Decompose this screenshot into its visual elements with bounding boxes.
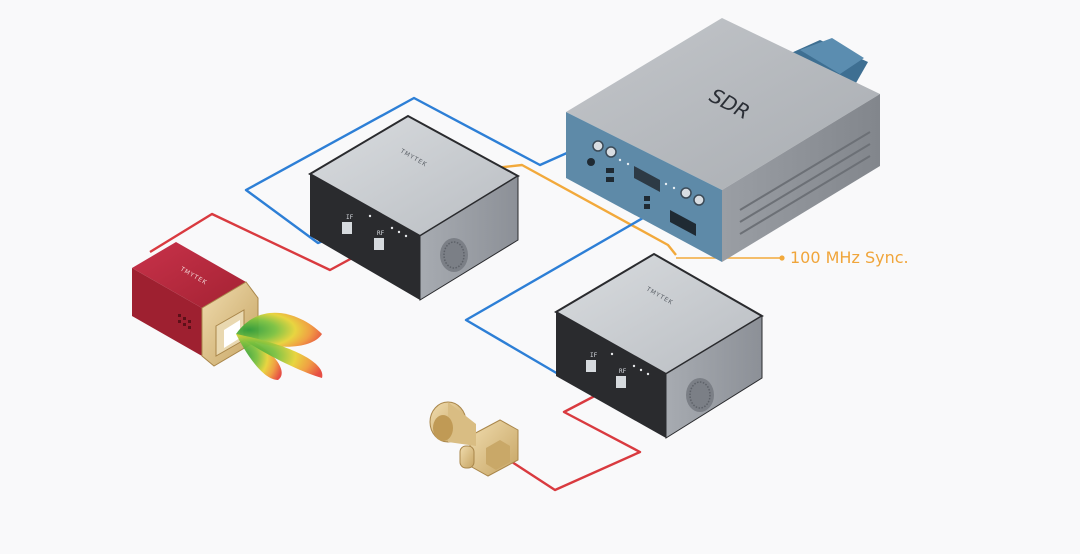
- sdr-sfp-port: [670, 210, 696, 236]
- sync-cable-upper: [494, 163, 677, 256]
- antenna-top: [132, 242, 246, 308]
- sdr-top: [566, 18, 880, 190]
- ud-lower-side: [665, 315, 763, 439]
- ud-upper-if-label: IF: [346, 214, 354, 221]
- ud-box-lower: IF RF TMYTEK: [554, 252, 764, 439]
- phased-array-antenna: TMYTEK: [132, 242, 259, 367]
- sdr-unit: SDR: [566, 18, 880, 262]
- ud-lower-if-port: [586, 360, 596, 372]
- sdr-sma-port-4: [693, 194, 705, 206]
- ud-box-upper: IF RF TMYTEK: [308, 114, 520, 301]
- sdr-vents: [739, 131, 871, 235]
- beam-pattern-icon: [236, 312, 323, 380]
- antenna-front: [132, 268, 202, 356]
- sdr-serial-port: [634, 166, 660, 192]
- sync-label: 100 MHz Sync.: [790, 248, 909, 267]
- ud-upper-front: [310, 174, 420, 300]
- sdr-sma-port-2: [605, 146, 617, 158]
- ud-lower-rf-label: RF: [619, 368, 627, 375]
- sdr-sma-port-3: [680, 187, 692, 199]
- ud-upper-side: [419, 175, 519, 301]
- horn-antenna: [429, 401, 519, 477]
- sdr-power-button: [587, 158, 595, 166]
- ud-lower-rf-port: [616, 376, 626, 388]
- sdr-sma-port-1: [592, 140, 604, 152]
- rf-cable-lower: [511, 386, 642, 492]
- ud-lower-front: [556, 312, 666, 438]
- ud-upper-if-port: [342, 222, 352, 234]
- ud-upper-rf-port: [374, 238, 384, 250]
- sync-leader-dot: [779, 255, 785, 261]
- ud-upper-rf-label: RF: [377, 230, 385, 237]
- ud-lower-if-label: IF: [590, 352, 598, 359]
